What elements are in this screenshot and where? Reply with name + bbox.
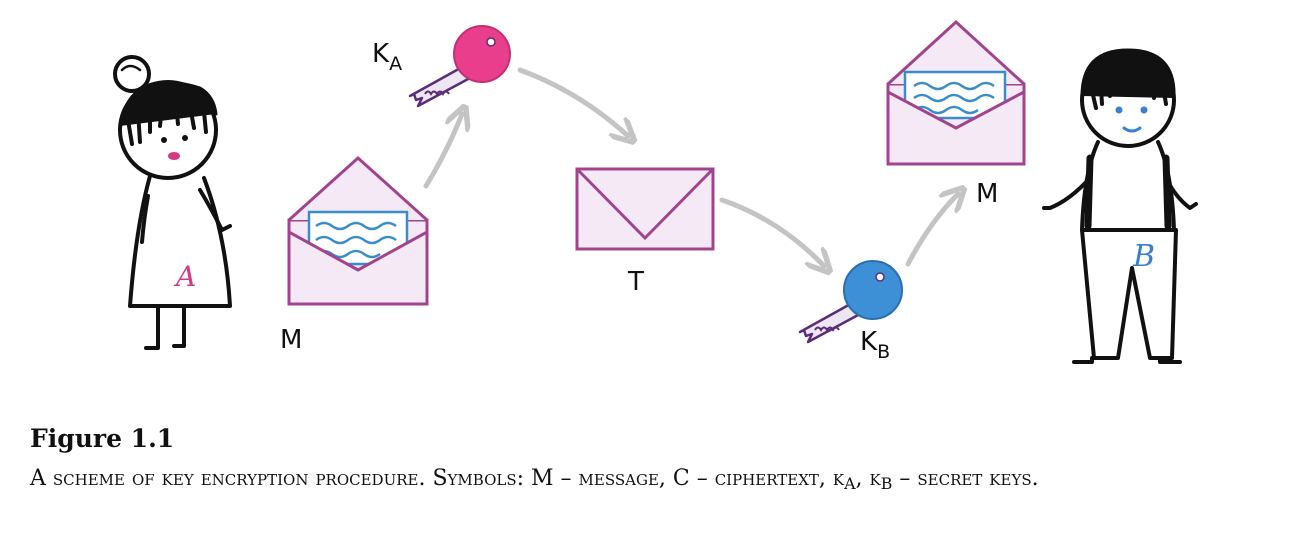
bob-eye-left <box>1115 106 1123 114</box>
alice-letter: A <box>173 260 196 293</box>
bob-eye-right <box>1140 106 1148 114</box>
bob-mouth <box>1122 126 1142 133</box>
alice-figure <box>113 55 232 350</box>
alice-mouth <box>168 152 180 160</box>
arrow-message-to-key-a <box>423 114 462 189</box>
key-a <box>408 25 511 108</box>
arrow-key-a-to-ciphertext <box>517 67 628 136</box>
key-b-label: KB <box>860 327 890 363</box>
key-b <box>798 260 903 344</box>
message-label-right: M <box>976 179 998 209</box>
message-envelope-left <box>287 155 429 306</box>
arrow-key-b-to-message <box>905 194 958 267</box>
arrow-ciphertext-to-key-b <box>719 197 824 266</box>
encryption-diagram: A M KA T KB M <box>113 19 1198 364</box>
figure-caption: A scheme of key encryption procedure. Sy… <box>30 466 1039 493</box>
message-label-left: M <box>280 325 302 355</box>
ciphertext-envelope <box>575 167 715 251</box>
message-envelope-right <box>886 19 1026 166</box>
bob-letter: B <box>1132 239 1155 274</box>
key-a-label: KA <box>372 39 402 75</box>
ciphertext-label: T <box>627 267 644 297</box>
bob-figure <box>1042 48 1198 364</box>
figure-title: Figure 1.1 <box>30 424 175 453</box>
